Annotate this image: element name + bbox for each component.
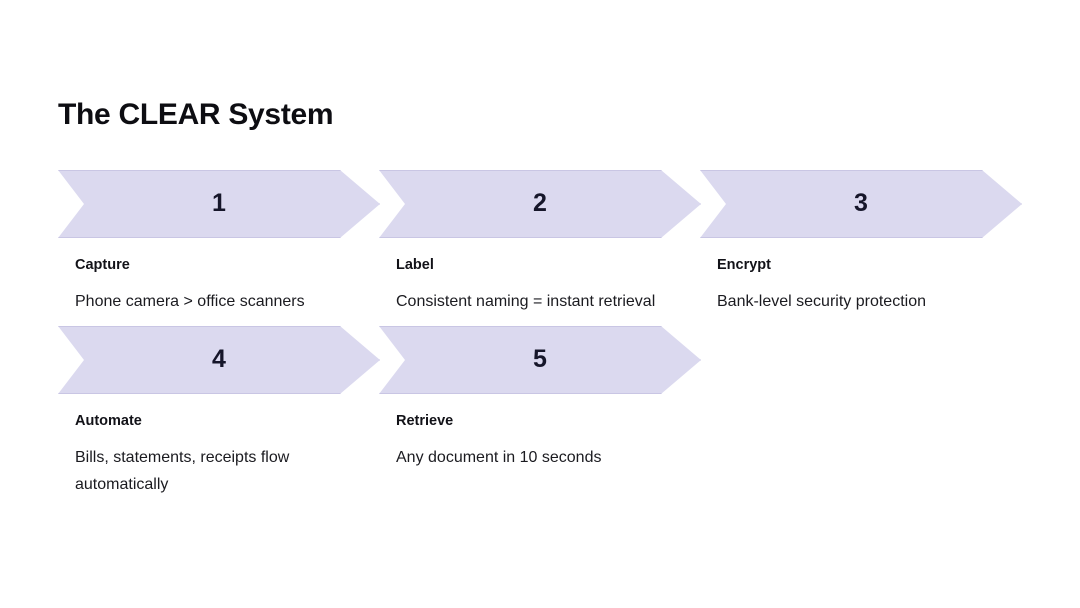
step-text-5: Retrieve Any document in 10 seconds xyxy=(379,394,679,472)
step-description-1: Phone camera > office scanners xyxy=(75,292,305,310)
step-description-2: Consistent naming = instant retrieval xyxy=(396,292,656,310)
step-label-4: Automate xyxy=(75,413,142,429)
step-number-4: 4 xyxy=(212,344,226,373)
step-number-1: 1 xyxy=(212,188,226,217)
step-row: 4 Automate Bills, statements, receipts f… xyxy=(58,326,1038,493)
step-label-3: Encrypt xyxy=(717,257,771,273)
step-label-5: Retrieve xyxy=(396,413,454,429)
chevron-banner-2: 2 xyxy=(379,170,701,238)
page-title: The CLEAR System xyxy=(58,98,334,131)
step-description-4: Bills, statements, receipts flow automat… xyxy=(75,448,290,493)
step-text-3: Encrypt Bank-level security protection xyxy=(700,238,1000,316)
step-description-3: Bank-level security protection xyxy=(717,292,926,310)
step-label-2: Label xyxy=(396,257,434,273)
step-description-5: Any document in 10 seconds xyxy=(396,448,602,466)
step-item-4[interactable]: 4 Automate Bills, statements, receipts f… xyxy=(58,326,380,499)
chevron-banner-3: 3 xyxy=(700,170,1022,238)
step-item-5[interactable]: 5 Retrieve Any document in 10 seconds xyxy=(379,326,701,472)
step-text-1: Capture Phone camera > office scanners xyxy=(58,238,358,316)
chevron-banner-4: 4 xyxy=(58,326,380,394)
chevron-banner-1: 1 xyxy=(58,170,380,238)
step-item-1[interactable]: 1 Capture Phone camera > office scanners xyxy=(58,170,380,316)
step-item-3[interactable]: 3 Encrypt Bank-level security protection xyxy=(700,170,1022,316)
step-text-2: Label Consistent naming = instant retrie… xyxy=(379,238,679,316)
step-row: 1 Capture Phone camera > office scanners… xyxy=(58,170,1038,326)
step-label-1: Capture xyxy=(75,257,130,273)
step-number-3: 3 xyxy=(854,188,868,217)
chevron-banner-5: 5 xyxy=(379,326,701,394)
step-number-2: 2 xyxy=(533,188,547,217)
step-text-4: Automate Bills, statements, receipts flo… xyxy=(58,394,358,499)
steps-container: 1 Capture Phone camera > office scanners… xyxy=(58,170,1038,493)
step-number-5: 5 xyxy=(533,344,547,373)
step-item-2[interactable]: 2 Label Consistent naming = instant retr… xyxy=(379,170,701,316)
